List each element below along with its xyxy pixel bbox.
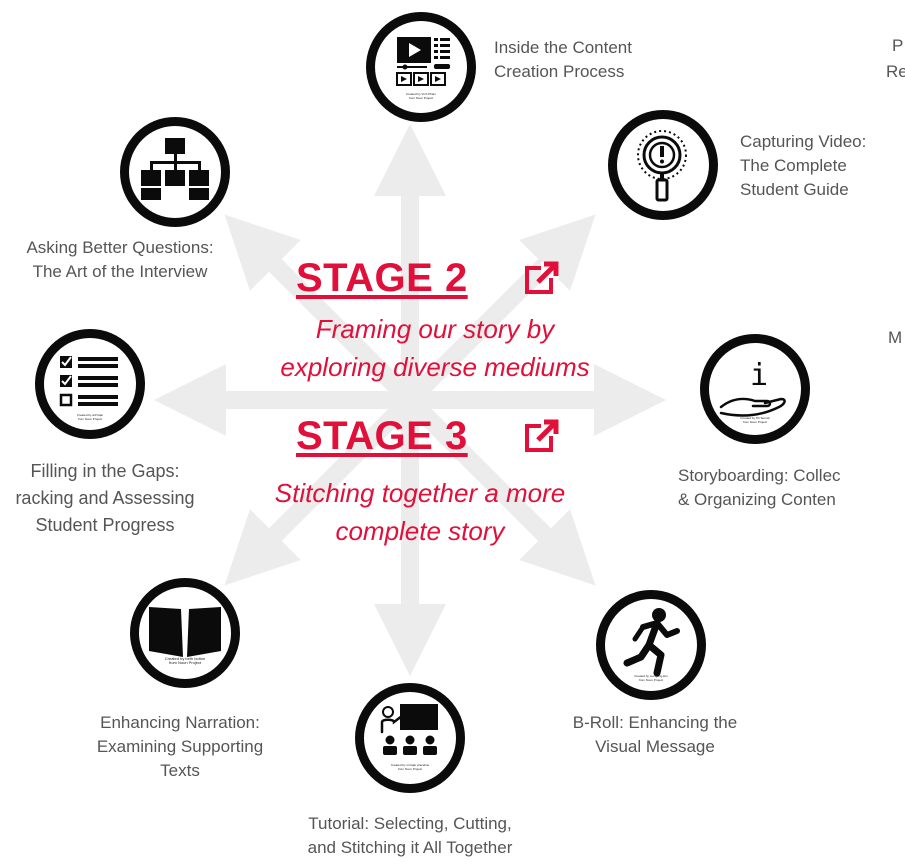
icon-credit: Created by Vinh Pham xyxy=(405,92,437,96)
node-label[interactable]: & Organizing Conten xyxy=(678,490,836,509)
node-circle[interactable]: i Created by Till Teenck from Noun Proje… xyxy=(700,334,810,444)
edge-fragment: P xyxy=(892,36,904,55)
node-label-group: B-Roll: Enhancing the Visual Message xyxy=(550,711,760,759)
node-circle[interactable]: Created by arif fajar from Noun Project xyxy=(35,329,145,439)
subtitle-line: exploring diverse mediums xyxy=(280,352,590,382)
icon-credit: from Noun Project xyxy=(408,95,434,100)
node-label-group: Filling in the Gaps: racking and Assessi… xyxy=(0,458,210,539)
external-link-icon[interactable] xyxy=(524,418,560,454)
stage-2-subtitle: Framing our story by exploring diverse m… xyxy=(215,310,655,386)
node-label[interactable]: Examining Supporting xyxy=(96,737,264,756)
node-storyboarding[interactable]: i Created by Till Teenck from Noun Proje… xyxy=(700,334,810,444)
node-tutorial[interactable]: Created by sri fajar praceline from Noun… xyxy=(355,683,465,793)
external-link-icon[interactable] xyxy=(524,260,560,296)
node-label[interactable]: Student Guide xyxy=(740,180,849,199)
icon-credit: from Noun Project xyxy=(77,416,103,421)
edge-fragment: Re xyxy=(886,62,905,81)
icon-credit: Created by Till Teenck xyxy=(740,416,770,420)
node-circle[interactable]: Created by sri fajar praceline from Noun… xyxy=(355,683,465,793)
node-label[interactable]: Inside the Content xyxy=(494,38,632,57)
icon-credit: Created by arif fajar xyxy=(76,413,104,417)
node-label[interactable]: B-Roll: Enhancing the xyxy=(572,713,738,732)
node-circle[interactable]: Created by mungang kim from Noun Project xyxy=(596,590,706,700)
node-label[interactable]: Tutorial: Selecting, Cutting, xyxy=(308,814,512,833)
node-b-roll[interactable]: Created by mungang kim from Noun Project xyxy=(596,590,706,700)
teacher-classroom-icon xyxy=(380,704,438,755)
running-person-icon xyxy=(623,608,680,677)
edge-fragment: M xyxy=(888,328,903,347)
node-circle[interactable] xyxy=(608,110,718,220)
video-player-icon xyxy=(396,37,450,86)
node-label[interactable]: Texts xyxy=(160,761,200,780)
node-capturing-video[interactable]: Capturing Video: The Complete Student Gu… xyxy=(608,110,866,220)
icon-credit: Created by beth bolton xyxy=(164,656,206,661)
node-label[interactable]: Visual Message xyxy=(595,737,715,756)
node-label[interactable]: racking and Assessing xyxy=(15,488,195,508)
icon-credit: Created by Mooli xyxy=(163,191,187,195)
node-label[interactable]: Creation Process xyxy=(494,62,625,81)
node-label-group: Asking Better Questions: The Art of the … xyxy=(0,236,240,284)
stage-3-subtitle: Stitching together a more complete story xyxy=(200,474,640,550)
checklist-icon xyxy=(59,356,118,407)
node-label-group: Tutorial: Selecting, Cutting, and Stitch… xyxy=(290,812,530,860)
icon-credit: Created by mungang kim xyxy=(634,674,668,678)
subtitle-line: complete story xyxy=(335,516,505,546)
hierarchy-icon xyxy=(141,138,209,200)
node-label[interactable]: Storyboarding: Collec xyxy=(678,466,841,485)
node-label[interactable]: The Art of the Interview xyxy=(32,262,208,281)
node-label[interactable]: The Complete xyxy=(740,156,847,175)
stage-2-link[interactable]: STAGE 2 xyxy=(296,256,468,300)
stage-3-link[interactable]: STAGE 3 xyxy=(296,414,468,458)
subtitle-line: Stitching together a more xyxy=(274,478,566,508)
magnifier-alert-icon xyxy=(637,130,687,202)
icon-credit: Created by sri fajar praceline xyxy=(390,763,430,767)
node-label[interactable]: Capturing Video: xyxy=(740,132,867,151)
node-gaps[interactable]: Created by arif fajar from Noun Project xyxy=(35,329,145,439)
info-hand-icon: i xyxy=(719,358,786,417)
arrow-down-left xyxy=(224,393,417,586)
node-circle[interactable]: Created by beth bolton from Noun Project xyxy=(130,578,240,688)
icon-credit: from Noun Project xyxy=(638,677,664,682)
icon-credit: from Noun Project xyxy=(742,419,768,424)
node-label-group: Enhancing Narration: Examining Supportin… xyxy=(70,711,290,783)
open-book-icon xyxy=(149,607,221,657)
node-label[interactable]: and Stitching it All Together xyxy=(307,838,513,857)
subtitle-line: Framing our story by xyxy=(315,314,555,344)
arrow-down-right xyxy=(403,393,596,586)
node-narration[interactable]: Created by beth bolton from Noun Project xyxy=(130,578,240,688)
arrow-up-left xyxy=(224,214,417,407)
icon-credit: from Noun Project xyxy=(162,194,188,199)
icon-credit: from Noun Project xyxy=(168,659,202,665)
node-label[interactable]: Filling in the Gaps: xyxy=(30,461,180,481)
node-circle[interactable]: Created by Vinh Pham from Noun Project xyxy=(366,12,476,122)
icon-credit: from Noun Project xyxy=(397,766,423,771)
node-label[interactable]: Enhancing Narration: xyxy=(100,713,260,732)
node-questions[interactable]: Created by Mooli from Noun Project xyxy=(120,117,230,227)
node-content-creation[interactable]: Created by Vinh Pham from Noun Project I… xyxy=(366,12,632,122)
node-label[interactable]: Student Progress xyxy=(35,515,175,535)
node-label-group: Storyboarding: Collec & Organizing Conte… xyxy=(678,464,905,512)
node-label[interactable]: Asking Better Questions: xyxy=(26,238,214,257)
node-circle[interactable]: Created by Mooli from Noun Project xyxy=(120,117,230,227)
svg-text:i: i xyxy=(750,358,768,393)
